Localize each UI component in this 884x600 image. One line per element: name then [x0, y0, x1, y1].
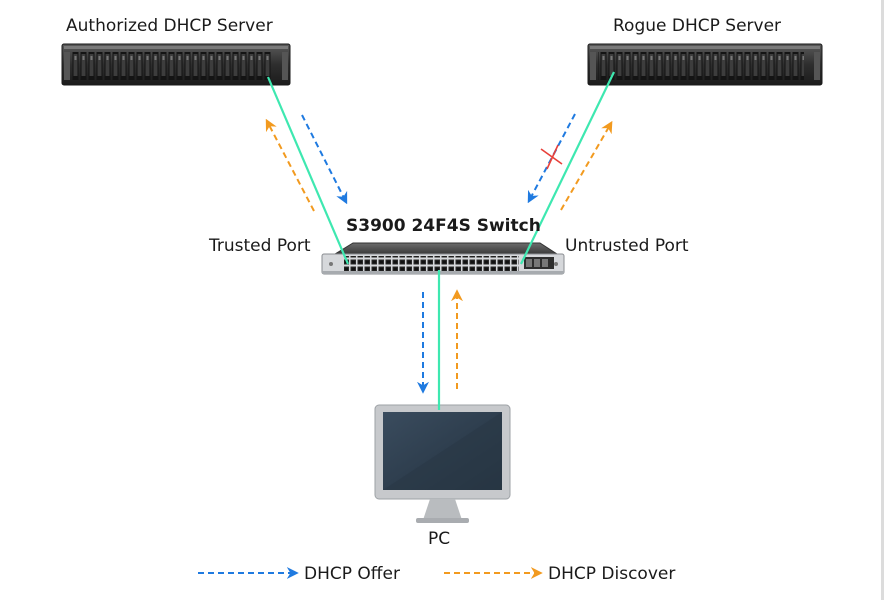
- rogue-server-icon: [587, 43, 823, 86]
- authorized-server-label: Authorized DHCP Server: [66, 16, 273, 36]
- offer-arrow-rogue: [527, 113, 576, 204]
- untrusted-port-label: Untrusted Port: [565, 236, 689, 256]
- link-authorized-switch: [266, 76, 350, 265]
- switch-icon: [321, 242, 565, 275]
- discover-arrow-authorized: [265, 118, 315, 212]
- link-rogue-switch: [520, 71, 615, 265]
- legend-offer-label: DHCP Offer: [304, 564, 400, 584]
- edge-divider: [881, 0, 884, 600]
- discover-arrow-rogue: [560, 120, 613, 211]
- network-links: [266, 71, 615, 410]
- rogue-server-label: Rogue DHCP Server: [613, 16, 782, 36]
- blocked-x-icon: [540, 144, 563, 170]
- offer-arrow-authorized: [301, 114, 348, 205]
- flow-arrows: [265, 113, 613, 394]
- legend-discover-label: DHCP Discover: [548, 564, 676, 584]
- pc-monitor-icon: [374, 404, 511, 523]
- authorized-server-icon: [61, 43, 291, 86]
- trusted-port-label: Trusted Port: [209, 236, 311, 256]
- switch-label: S3900 24F4S Switch: [346, 216, 541, 236]
- pc-label: PC: [428, 529, 451, 549]
